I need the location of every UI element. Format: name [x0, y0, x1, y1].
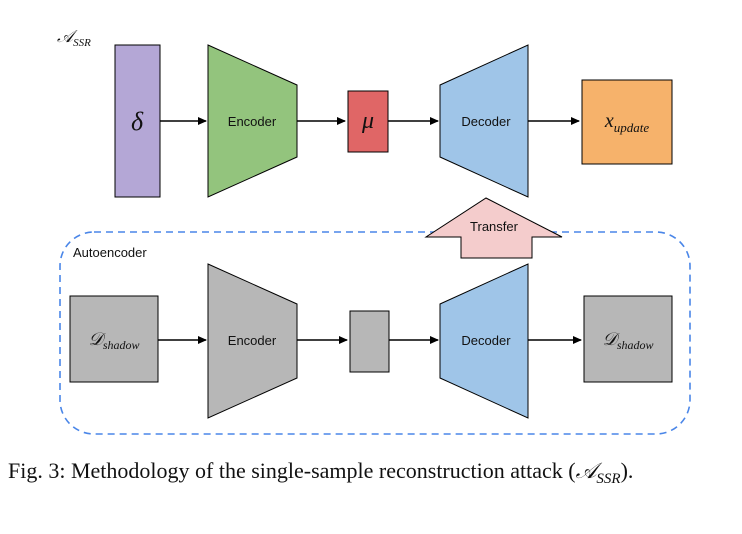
shadow-output-label: 𝒟shadow	[602, 329, 653, 352]
autoencoder-group-label: Autoencoder	[73, 245, 147, 260]
top-encoder-label: Encoder	[228, 114, 277, 129]
top-decoder-label: Decoder	[461, 114, 511, 129]
diagram: 𝒜SSR δ Encoder μ Decoder xupdate Autoenc…	[57, 27, 691, 435]
bottom-decoder-shape	[439, 263, 529, 419]
caption-subscript: SSR	[596, 471, 621, 487]
delta-input-box	[114, 44, 161, 198]
top-label: 𝒜SSR	[57, 27, 91, 49]
x-update-output-box	[581, 79, 673, 165]
delta-input-label: δ	[131, 107, 144, 136]
caption-symbol: 𝒜	[575, 459, 597, 484]
caption-text: Fig. 3: Methodology of the single-sample…	[8, 458, 576, 483]
bottom-latent-box	[349, 310, 390, 373]
caption-suffix: ).	[620, 458, 634, 483]
transfer-label: Transfer	[470, 219, 519, 234]
bottom-decoder-label: Decoder	[461, 333, 511, 348]
bottom-encoder-label: Encoder	[228, 333, 277, 348]
autoencoder-group	[59, 231, 691, 435]
x-update-output-label: xupdate	[604, 110, 650, 135]
shadow-input-box	[69, 295, 159, 383]
mu-latent-label: μ	[361, 108, 374, 134]
shadow-input-label: 𝒟shadow	[88, 329, 139, 352]
top-encoder-shape	[207, 44, 298, 198]
bottom-encoder-shape	[207, 263, 298, 419]
shadow-output-box	[583, 295, 673, 383]
transfer-arrow	[424, 197, 563, 259]
figure-caption: Fig. 3: Methodology of the single-sample…	[8, 455, 738, 495]
top-decoder-shape	[439, 44, 529, 198]
